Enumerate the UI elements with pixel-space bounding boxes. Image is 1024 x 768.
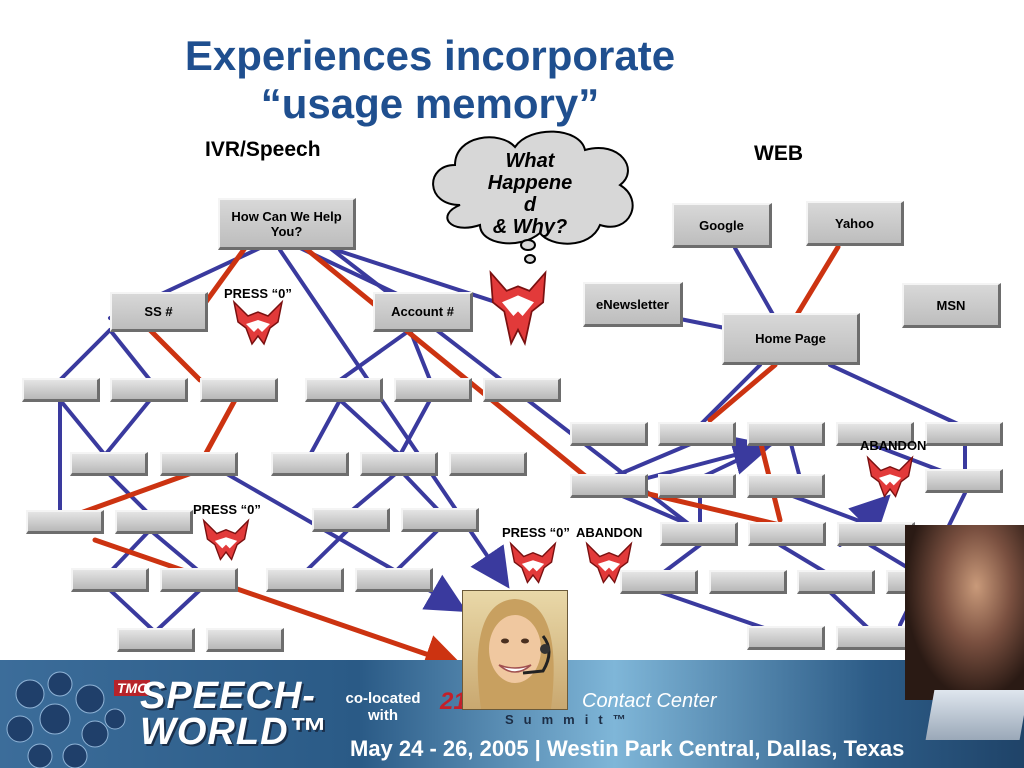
title-line-1: Experiences incorporate — [184, 32, 676, 79]
web-node — [658, 474, 736, 498]
keyboard-photo — [925, 690, 1024, 740]
fox-icon — [202, 518, 250, 561]
title-line-2: “usage memory” — [260, 80, 600, 127]
web-node — [836, 422, 914, 446]
web-node — [925, 422, 1003, 446]
web-node — [658, 422, 736, 446]
slide-title: Experiences incorporate “usage memory” — [110, 32, 750, 128]
ivr-node — [483, 378, 561, 402]
ivr-node — [394, 378, 472, 402]
web-node — [747, 422, 825, 446]
speechworld-logo: SPEECH- WORLD™ — [140, 675, 328, 753]
ivr-node-account: Account # — [373, 292, 473, 332]
cloud-line-3: d — [523, 194, 537, 216]
web-node — [660, 522, 738, 546]
ivr-node — [26, 510, 104, 534]
ivr-node — [71, 568, 149, 592]
web-node-google: Google — [672, 203, 772, 248]
ivr-node — [266, 568, 344, 592]
ivr-node — [271, 452, 349, 476]
logo-line-2: WORLD™ — [140, 711, 328, 753]
web-node — [837, 522, 915, 546]
fox-icon — [489, 270, 547, 346]
summit-text: Summit™ — [505, 712, 636, 727]
web-section-label: WEB — [754, 142, 803, 165]
ivr-node — [117, 628, 195, 652]
agent-illustration — [477, 599, 554, 709]
woman-photo — [905, 525, 1024, 700]
web-node — [748, 522, 826, 546]
web-node — [747, 626, 825, 650]
ivr-node — [70, 452, 148, 476]
ivr-node — [312, 508, 390, 532]
logo-line-1: SPEECH- — [140, 675, 316, 717]
press-zero-label: PRESS “0” — [502, 525, 570, 540]
cloud-line-2: Happene — [487, 172, 573, 194]
web-node — [620, 570, 698, 594]
web-node — [570, 422, 648, 446]
ivr-node — [355, 568, 433, 592]
cloud-line-1: What — [505, 150, 555, 172]
ivr-node — [360, 452, 438, 476]
fox-icon — [866, 455, 914, 498]
ivr-node — [160, 452, 238, 476]
tmc-logo: TMC — [114, 680, 151, 696]
abandon-label: ABANDON — [860, 438, 927, 453]
ivr-node — [160, 568, 238, 592]
ivr-node — [115, 510, 193, 534]
web-node-yahoo: Yahoo — [806, 201, 904, 246]
colocated-line-2: with — [368, 707, 398, 724]
abandon-label: ABANDON — [576, 525, 643, 540]
web-node — [709, 570, 787, 594]
ivr-node — [401, 508, 479, 532]
press-zero-label: PRESS “0” — [193, 502, 261, 517]
event-dates: May 24 - 26, 2005 | Westin Park Central,… — [350, 736, 905, 761]
ivr-node — [206, 628, 284, 652]
ivr-node — [200, 378, 278, 402]
ivr-node-how-can-we-help: How Can We Help You? — [218, 198, 356, 250]
web-node-msn: MSN — [902, 283, 1001, 328]
web-node-enewsletter: eNewsletter — [583, 282, 683, 327]
web-node — [836, 626, 914, 650]
cloud-line-4: & Why? — [492, 216, 568, 238]
web-node-home-page: Home Page — [722, 313, 860, 365]
web-node — [925, 469, 1003, 493]
ivr-node — [110, 378, 188, 402]
press-zero-label: PRESS “0” — [224, 286, 292, 301]
ivr-section-label: IVR/Speech — [205, 138, 321, 161]
web-node — [747, 474, 825, 498]
ivr-node-ss: SS # — [110, 292, 208, 332]
ivr-node — [22, 378, 100, 402]
colocated-text: co-located with — [338, 690, 428, 724]
ivr-node — [305, 378, 383, 402]
thought-cloud-text: What Happene d & Why? — [455, 150, 605, 238]
ivr-node — [449, 452, 527, 476]
fox-icon — [232, 299, 284, 346]
fox-icon — [509, 541, 557, 584]
molecule-graphic — [6, 671, 126, 768]
contact-center-logo-text: Contact Center — [582, 690, 717, 712]
web-node — [570, 474, 648, 498]
thought-cloud-icon — [432, 130, 634, 264]
agent-photo — [462, 590, 568, 710]
web-node — [797, 570, 875, 594]
colocated-line-1: co-located — [345, 690, 421, 707]
fox-icon — [585, 541, 633, 584]
